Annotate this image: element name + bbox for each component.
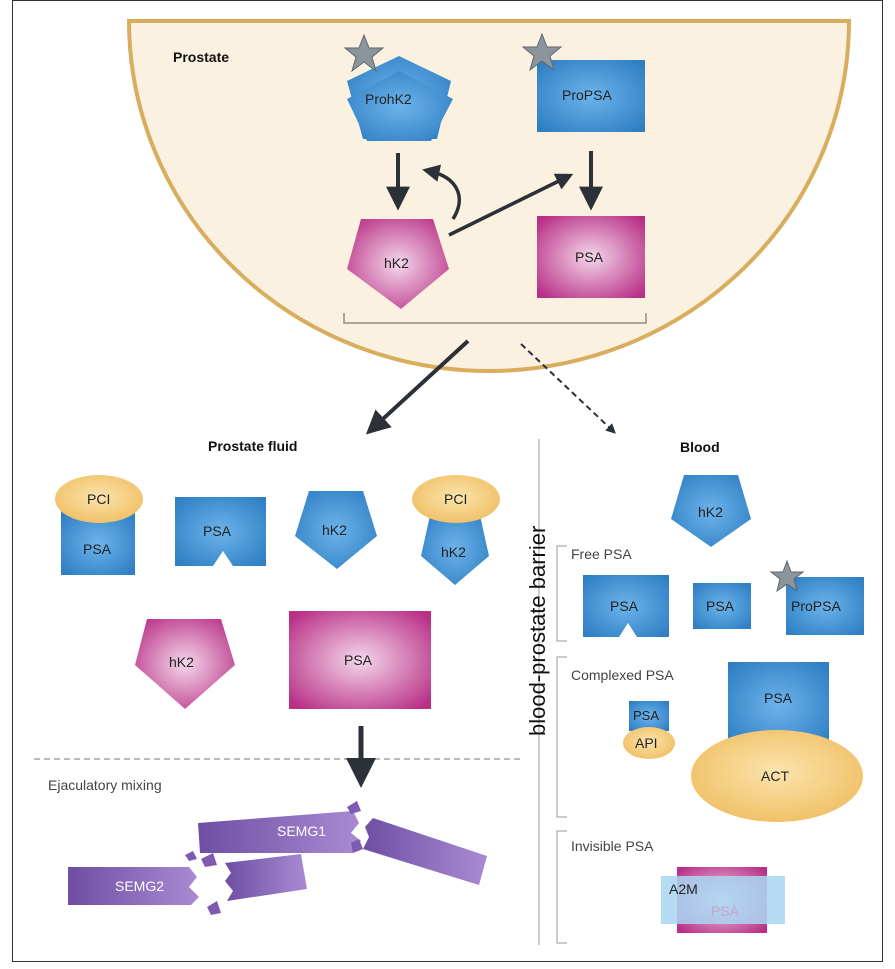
fluid-psa2-shape bbox=[175, 497, 266, 566]
fluid-hk2b-shape bbox=[421, 511, 489, 585]
blood-title: Blood bbox=[680, 439, 720, 455]
prostate-fluid-title: Prostate fluid bbox=[208, 438, 297, 454]
invisible-psa-label: Invisible PSA bbox=[571, 838, 654, 854]
arrow-hk2-to-propsa bbox=[448, 173, 574, 237]
fluid-pci2-label: PCI bbox=[444, 491, 467, 507]
semg2-fragment-3 bbox=[185, 851, 197, 861]
free-psa1-shape bbox=[583, 575, 669, 637]
free-psa-label: Free PSA bbox=[571, 546, 632, 562]
fluid-psa3-label: PSA bbox=[344, 652, 373, 668]
propsa-shape bbox=[537, 60, 645, 132]
semg2-fragment-2 bbox=[207, 901, 221, 915]
fluid-psa2-label: PSA bbox=[203, 523, 232, 539]
hk2-cell-shape bbox=[347, 219, 449, 309]
act-label: ACT bbox=[761, 768, 789, 784]
psa-cell-shape bbox=[537, 216, 645, 298]
api-shape bbox=[623, 727, 675, 759]
semg2-right-shape bbox=[225, 854, 307, 901]
free-psa2-shape bbox=[693, 583, 751, 629]
free-psa-bracket bbox=[556, 545, 567, 642]
diagram-canvas: Prostate ProhK2 ProPSA hK2 PSA Prostate … bbox=[34, 19, 864, 945]
fluid-hk2c-label: hK2 bbox=[169, 654, 194, 670]
prostate-cell bbox=[126, 19, 852, 373]
complexed-psa-big-label: PSA bbox=[764, 690, 793, 706]
arrow-to-blood bbox=[520, 343, 616, 434]
a2m-label: A2M bbox=[669, 881, 698, 897]
prohk2-shape-body bbox=[347, 71, 453, 141]
free-psa1-label: PSA bbox=[610, 598, 639, 614]
semg2-fragment-1 bbox=[201, 853, 217, 867]
free-propsa-label: ProPSA bbox=[791, 598, 841, 614]
psa-cell-label: PSA bbox=[575, 249, 604, 265]
fluid-pci1-shape bbox=[55, 475, 143, 523]
secretion-bracket bbox=[343, 313, 647, 324]
fluid-psa1-label: PSA bbox=[83, 541, 112, 557]
figure-frame: Prostate ProhK2 ProPSA hK2 PSA Prostate … bbox=[12, 0, 883, 962]
propsa-star-icon bbox=[521, 32, 563, 72]
blood-hk2-shape bbox=[671, 475, 751, 547]
complexed-psa-small-label: PSA bbox=[633, 708, 659, 723]
propsa-label: ProPSA bbox=[562, 87, 612, 103]
invisible-psa-bracket bbox=[556, 830, 567, 944]
arrow-hk2-autoactivation bbox=[422, 164, 461, 220]
semg1-left-shape bbox=[198, 811, 361, 853]
prohk2-star-icon bbox=[343, 33, 385, 73]
fluid-hk2b-label: hK2 bbox=[441, 544, 466, 560]
semg1-fragment-1 bbox=[347, 801, 361, 814]
fluid-hk2c-shape bbox=[135, 619, 235, 709]
ejaculatory-mixing-label: Ejaculatory mixing bbox=[48, 777, 162, 793]
semg1-fragment-2 bbox=[351, 839, 363, 853]
barrier-label: blood-prostate barrier bbox=[525, 526, 550, 736]
semg1-label: SEMG1 bbox=[277, 823, 326, 839]
act-shape bbox=[691, 730, 863, 822]
prohk2-label: ProhK2 bbox=[365, 91, 412, 107]
semg2-left-shape bbox=[68, 867, 199, 905]
fluid-pci2-shape bbox=[412, 475, 500, 523]
semg1-right-shape bbox=[363, 818, 487, 885]
a2m-shape bbox=[661, 876, 785, 924]
free-propsa-shape bbox=[786, 577, 864, 635]
fluid-hk2a-shape bbox=[295, 491, 377, 569]
fluid-pci1-label: PCI bbox=[87, 491, 110, 507]
free-psa2-label: PSA bbox=[706, 598, 735, 614]
blood-hk2-label: hK2 bbox=[698, 504, 723, 520]
fluid-hk2a-label: hK2 bbox=[322, 522, 347, 538]
complexed-psa-bracket bbox=[556, 656, 567, 818]
arrow-to-prostate-fluid bbox=[365, 339, 470, 435]
semg2-label: SEMG2 bbox=[115, 878, 164, 894]
fluid-psa3-shape bbox=[289, 611, 431, 709]
free-propsa-star-icon bbox=[769, 559, 805, 593]
hk2-cell-label: hK2 bbox=[384, 255, 409, 271]
complexed-psa-small-shape bbox=[629, 701, 669, 731]
complexed-psa-label: Complexed PSA bbox=[571, 667, 674, 683]
api-label: API bbox=[635, 735, 658, 751]
prostate-title: Prostate bbox=[173, 49, 229, 65]
invisible-psa-inner-label: PSA bbox=[711, 903, 740, 919]
